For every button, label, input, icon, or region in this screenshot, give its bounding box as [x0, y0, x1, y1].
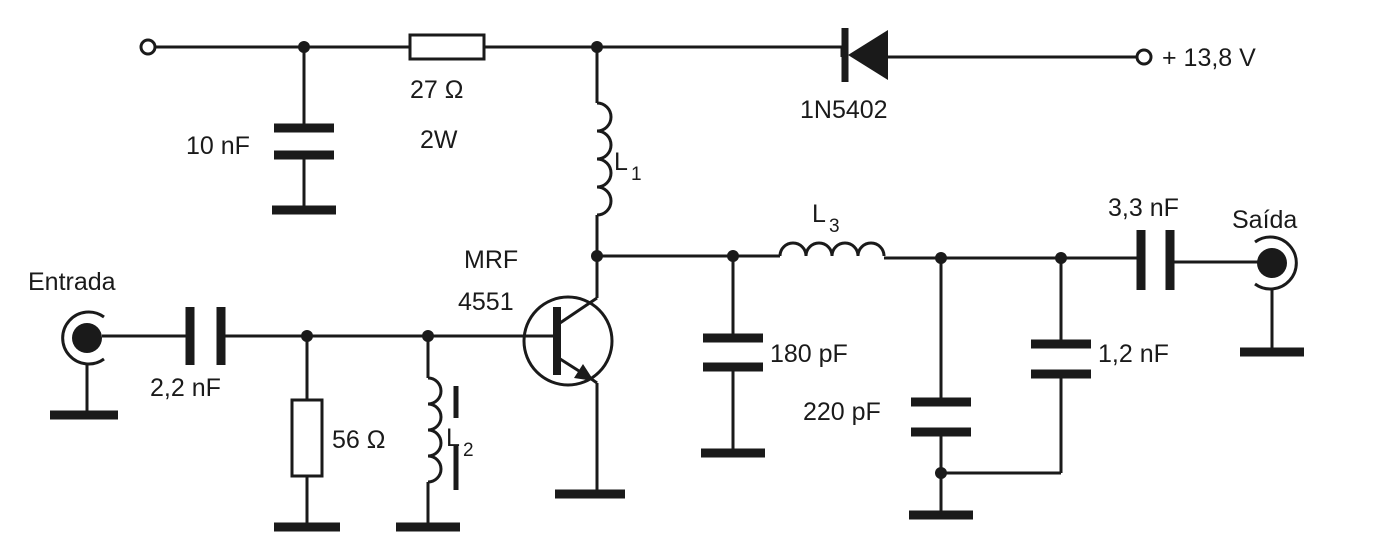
transistor-label-line2: 4551: [458, 288, 514, 316]
supply-voltage-label: + 13,8 V: [1162, 44, 1256, 72]
left-terminal: [139, 38, 157, 56]
capacitor-1-2nf: [941, 258, 1091, 475]
resistor-27-ohm: [408, 33, 486, 61]
cap-2-2nf-label: 2,2 nF: [150, 374, 221, 402]
output-connector: [1240, 235, 1304, 357]
cap-180pf-label: 180 pF: [770, 340, 848, 368]
transistor-label-line1: MRF: [464, 246, 518, 274]
cap-220pf-label: 220 pF: [803, 398, 881, 426]
cap-10nf-label: 10 nF: [186, 132, 250, 160]
inductor-l2: [396, 336, 460, 532]
supply-terminal: [1135, 48, 1153, 66]
capacitor-180pf: [701, 256, 765, 458]
capacitor-10nf: [272, 47, 336, 215]
capacitor-3-3nf: [1136, 230, 1258, 290]
diode-label: 1N5402: [800, 96, 888, 124]
resistor-56-label: 56 Ω: [332, 426, 385, 454]
cap-3-3nf-label: 3,3 nF: [1108, 194, 1179, 222]
resistor-27-label: 27 Ω: [410, 76, 463, 104]
diode-1n5402: [841, 28, 888, 82]
capacitor-2-2nf: [185, 307, 557, 365]
top-rail: [139, 38, 1153, 66]
output-label: Saída: [1232, 206, 1297, 234]
inductor-l1-subscript: 1: [631, 164, 642, 185]
inductor-l1: [591, 47, 613, 262]
inductor-l1-label: L: [614, 148, 628, 176]
transistor-mrf4551: [522, 256, 625, 499]
input-label: Entrada: [28, 268, 116, 296]
inductor-l3-label: L: [812, 200, 826, 228]
cap-1-2nf-label: 1,2 nF: [1098, 340, 1169, 368]
inductor-l3-subscript: 3: [829, 216, 840, 237]
inductor-l2-label: L: [446, 424, 460, 452]
inductor-l2-subscript: 2: [463, 440, 474, 461]
input-connector: [50, 310, 186, 420]
resistor-power-label: 2W: [420, 126, 458, 154]
capacitor-220pf: [909, 258, 973, 520]
inductor-l3: [778, 241, 1137, 264]
resistor-56-ohm: [274, 336, 340, 532]
